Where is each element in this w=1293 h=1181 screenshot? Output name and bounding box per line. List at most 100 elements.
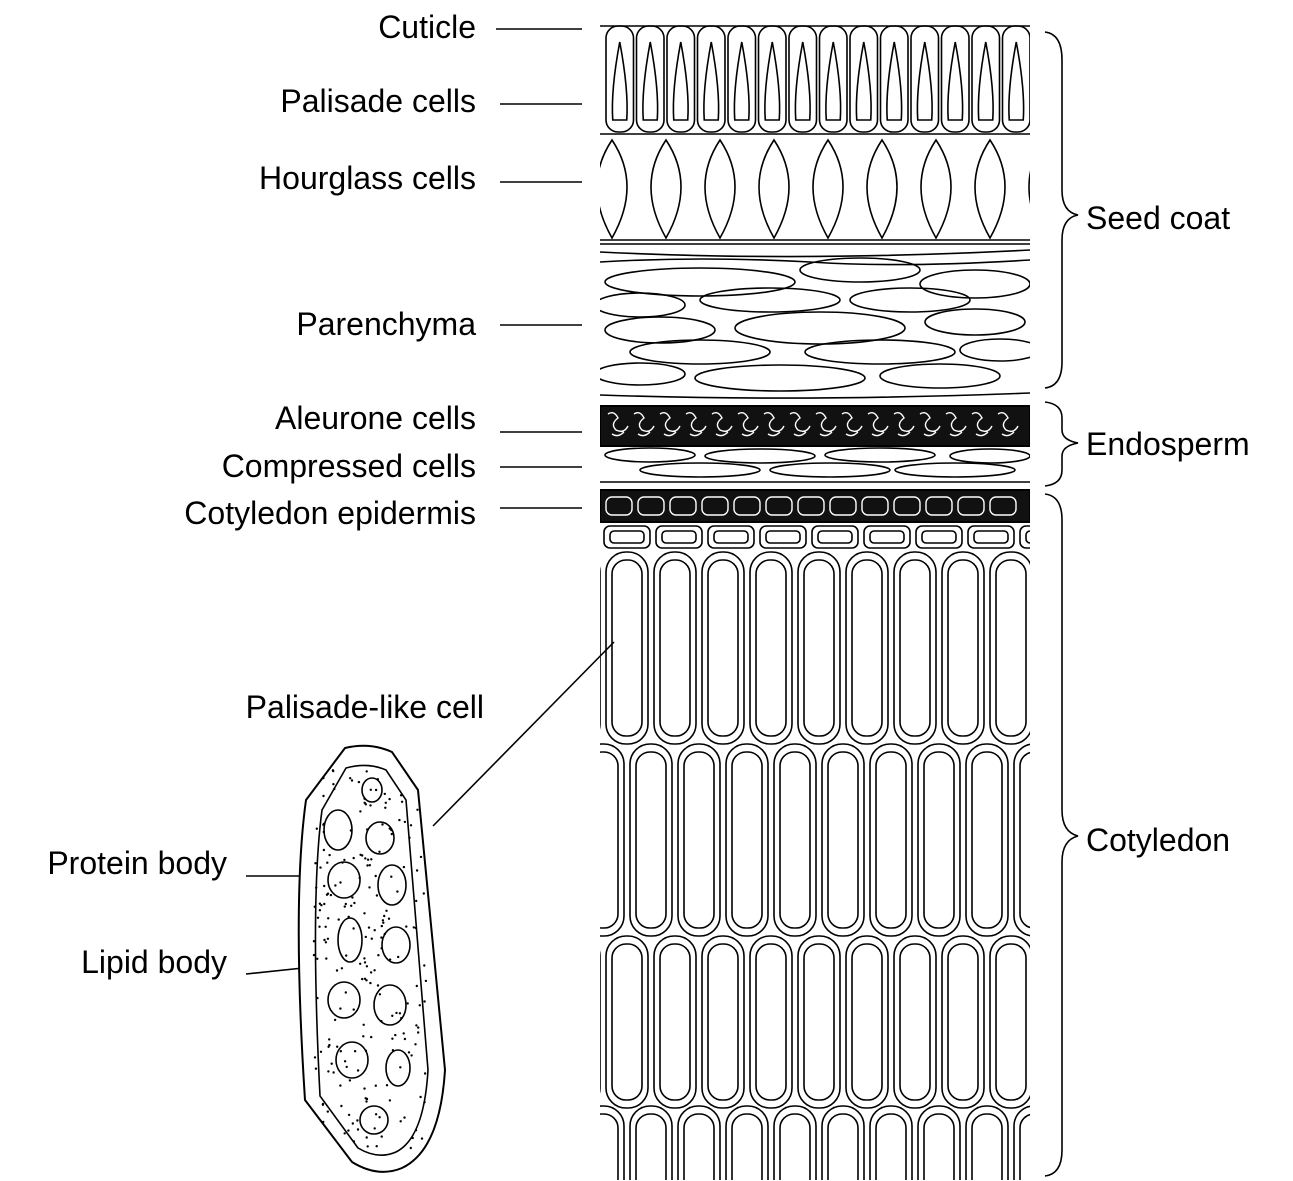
region-label-cotyledon: Cotyledon: [1086, 822, 1230, 858]
lipid-body-dot: [340, 1105, 342, 1107]
palisade-cell-lumen: [673, 42, 688, 120]
palisade-cell-lumen: [948, 42, 963, 120]
subepidermal-cell: [968, 526, 1014, 548]
subepidermal-cell: [708, 526, 754, 548]
lipid-body-dot: [332, 1143, 334, 1145]
cotyledon-cell: [558, 936, 600, 1108]
lipid-body-dot: [362, 1035, 364, 1037]
cotyledon-cell-lumen: [804, 560, 834, 736]
lipid-body-dot: [366, 965, 368, 967]
cotyledon-cell-lumen: [948, 560, 978, 736]
hourglass-cell: [975, 140, 1005, 238]
label-aleurone-cells: Aleurone cells: [275, 400, 476, 436]
cotyledon-bracket: [1045, 494, 1078, 1176]
lipid-body-dot: [314, 1056, 316, 1058]
cotyledon-cell-lumen: [612, 560, 642, 736]
lipid-body-dot: [313, 954, 315, 956]
lipid-body-dot: [416, 809, 418, 811]
tissue-column: [558, 26, 1104, 1181]
cotyledon-cell-lumen: [660, 944, 690, 1100]
subepidermal-cell-lumen: [610, 531, 644, 543]
lipid-body-dot: [341, 861, 343, 863]
cotyledon-cell-lumen: [1020, 752, 1050, 928]
lipid-body-dot: [365, 1050, 367, 1052]
lipid-body-dot: [344, 1060, 346, 1062]
lipid-body-dot: [327, 938, 329, 940]
lipid-body-dot: [316, 958, 318, 960]
lipid-body-dot: [325, 957, 327, 959]
cotyledon-cell-lumen: [972, 752, 1002, 928]
lipid-body-dot: [351, 896, 353, 898]
hourglass-cell: [867, 140, 897, 238]
subepidermal-cell-lumen: [714, 531, 748, 543]
label-palisade-cells: Palisade cells: [280, 83, 476, 119]
lipid-body-dot: [325, 926, 327, 928]
lipid-body-dot: [366, 770, 368, 772]
lipid-body-dot: [345, 903, 347, 905]
lipid-body-dot: [386, 1084, 388, 1086]
lipid-body-dot: [423, 964, 425, 966]
lipid-body-dot: [391, 1038, 393, 1040]
lipid-body-dot: [380, 936, 382, 938]
lipid-body-dot: [341, 967, 343, 969]
cotyledon-cell-lumen: [708, 944, 738, 1100]
lipid-body-dot: [382, 919, 384, 921]
subepidermal-cell-lumen: [818, 531, 852, 543]
lipid-body-dot: [363, 912, 365, 914]
lipid-body-dot: [370, 971, 372, 973]
cotyledon-cell-lumen: [996, 560, 1026, 736]
lipid-body-dot: [380, 947, 382, 949]
lipid-body-dot: [357, 1069, 359, 1071]
palisade-layer: [600, 26, 1030, 134]
cotyledon-cell-lumen: [708, 560, 738, 736]
cotyledon-cell-lumen: [732, 752, 762, 928]
lipid-body-dot: [363, 1024, 365, 1026]
lipid-body-dot: [344, 905, 346, 907]
lipid-body-dot: [322, 1121, 324, 1123]
lipid-body-dot: [317, 917, 319, 919]
lipid-body-dot: [352, 1122, 354, 1124]
lipid-body-dot: [415, 1024, 417, 1026]
lipid-body-dot: [376, 894, 378, 896]
lipid-body-dot: [417, 1031, 419, 1033]
lipid-body-dot: [338, 918, 340, 920]
label-lipid-body: Lipid body: [81, 944, 227, 980]
lipid-body-dot: [375, 1085, 377, 1087]
palisade-cell-lumen: [978, 42, 993, 120]
lipid-body-dot: [344, 1132, 346, 1134]
lipid-body-dot: [370, 858, 372, 860]
cotyledon-cell-lumen: [924, 1114, 954, 1181]
lipid-body-dot: [318, 926, 320, 928]
lipid-body-dot: [323, 1145, 325, 1147]
lipid-body-dot: [417, 1026, 419, 1028]
lipid-body-dot: [381, 1135, 383, 1137]
lipid-body-dot: [364, 961, 366, 963]
lipid-body-dot: [349, 777, 351, 779]
lipid-body-dot: [353, 1008, 355, 1010]
lipid-body-dot: [408, 837, 410, 839]
lipid-body-dot: [388, 918, 390, 920]
palisade-cell-lumen: [887, 42, 902, 120]
lipid-body-dot: [349, 1079, 351, 1081]
lipid-body-dot: [377, 954, 379, 956]
cotyledon-cell-lumen: [756, 944, 786, 1100]
endosperm-bracket: [1045, 402, 1078, 486]
lipid-body-dot: [410, 1054, 412, 1056]
lipid-body-dot: [381, 925, 383, 927]
subepidermal-cell: [864, 526, 910, 548]
lipid-body-dot: [366, 1098, 368, 1100]
lipid-body-dot: [374, 929, 376, 931]
cotyledon-cell-lumen: [876, 752, 906, 928]
lipid-body-dot: [396, 890, 398, 892]
cotyledon-cell-lumen: [684, 752, 714, 928]
lipid-body-dot: [358, 781, 360, 783]
label-protein-body: Protein body: [47, 845, 227, 881]
lipid-body-dot: [334, 884, 336, 886]
lipid-body-dot: [412, 1137, 414, 1139]
cotyledon-cell: [1062, 1106, 1104, 1181]
lipid-body-dot: [389, 1099, 391, 1101]
lipid-body-dot: [339, 1007, 341, 1009]
subepidermal-cell: [812, 526, 858, 548]
palisade-cell-lumen: [643, 42, 658, 120]
